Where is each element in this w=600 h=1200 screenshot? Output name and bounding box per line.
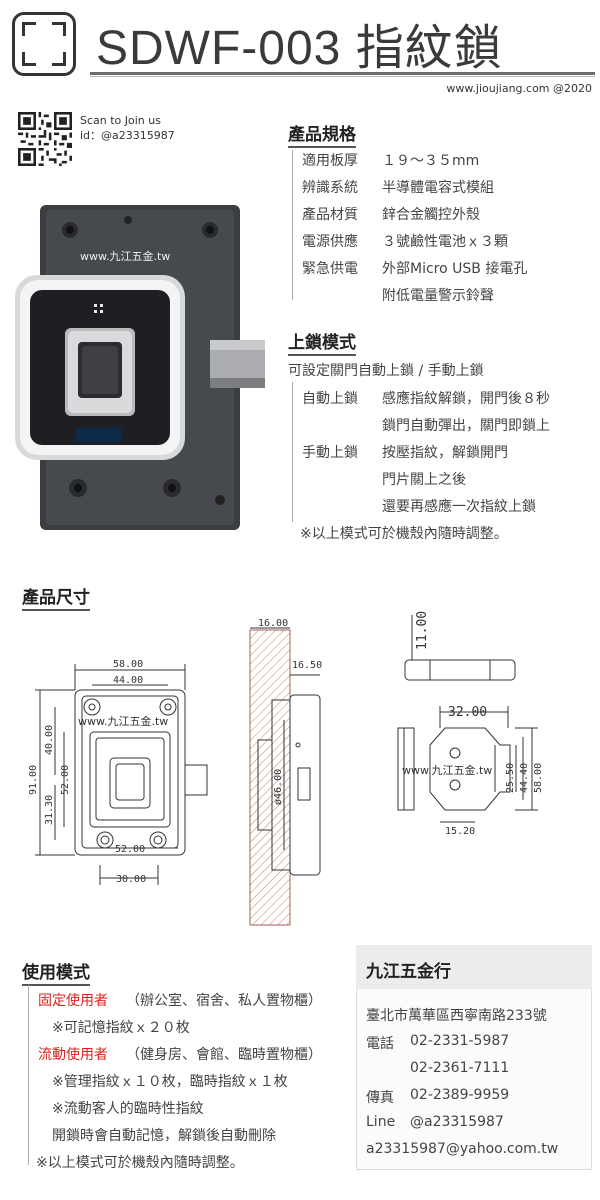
spec-row-alarm: 附低電量警示鈴聲 xyxy=(382,288,494,304)
photo-watermark: www.九江五金.tw xyxy=(80,249,170,263)
specs-heading: 產品規格 xyxy=(288,120,356,148)
lock-auto-text-2: 鎖門自動彈出，關門即鎖上 xyxy=(382,418,550,434)
lock-heading: 上鎖模式 xyxy=(288,328,356,356)
usage-divider xyxy=(28,985,29,1165)
dim-front-watermark: www.九江五金.tw xyxy=(78,714,168,728)
lock-note: ※以上模式可於機殼內隨時調整。 xyxy=(300,526,508,542)
qr-caption: Scan to Join us id：@a23315987 xyxy=(80,113,175,143)
dim-front-31: 31.30 xyxy=(44,795,55,825)
company-line-id: @a23315987 xyxy=(410,1114,504,1130)
dim-strike-25: 25.50 xyxy=(505,763,516,793)
dimensions-heading: 產品尺寸 xyxy=(22,583,90,611)
qr-code-icon xyxy=(18,112,72,166)
dim-strike-32: 32.00 xyxy=(448,705,487,720)
usage-fixed-note: ※可記憶指紋ｘ２０枚 xyxy=(52,1020,190,1036)
spec-row-emergency: 緊急供電外部Micro USB 接電孔 xyxy=(302,261,528,277)
dim-front-52w: 52.00 xyxy=(115,844,145,855)
specs-divider xyxy=(292,150,293,300)
logo-icon xyxy=(12,12,76,76)
dim-front-40: 40.00 xyxy=(44,725,55,755)
dim-front-44: 44.00 xyxy=(113,675,143,686)
usage-mobile-note-2: ※流動客人的臨時性指紋 xyxy=(52,1101,204,1117)
lock-manual-text-1: 按壓指紋，解鎖開門 xyxy=(382,445,508,461)
lock-auto-label: 自動上鎖 xyxy=(302,391,358,407)
title-underline xyxy=(90,72,595,75)
dim-strike-58: 58.00 xyxy=(533,763,544,793)
lock-manual-text-3: 還要再感應一次指紋上鎖 xyxy=(382,499,536,515)
lock-intro: 可設定關門自動上鎖 / 手動上鎖 xyxy=(288,363,484,379)
dim-strike-15: 15.20 xyxy=(445,826,475,837)
dim-strike-44: 44.40 xyxy=(519,763,530,793)
company-address: 臺北市萬華區西寧南路233號 xyxy=(366,1008,547,1024)
product-photo: www.九江五金.tw xyxy=(15,205,265,530)
dim-side-46: ø46.00 xyxy=(273,769,284,805)
dim-front-91: 91.00 xyxy=(28,765,39,795)
company-tel-2: 02-2361-7111 xyxy=(410,1060,510,1076)
page-title: SDWF-003 指紋鎖 xyxy=(96,22,503,75)
usage-fixed-label: 固定使用者 xyxy=(38,993,108,1009)
dim-strike-11: 11.00 xyxy=(415,611,430,650)
usage-mobile-label: 流動使用者 xyxy=(38,1047,108,1063)
usage-mobile-note-1: ※管理指紋ｘ１０枚，臨時指紋ｘ１枚 xyxy=(52,1074,288,1090)
qr-line-2: id：@a23315987 xyxy=(80,129,175,142)
company-card-header xyxy=(356,945,592,989)
company-email[interactable]: a23315987@yahoo.com.tw xyxy=(366,1141,559,1157)
dim-front-52h: 52.00 xyxy=(60,765,71,795)
dimension-drawings: 58.00 44.00 91.00 40.00 52.00 31.30 52.0… xyxy=(28,611,544,926)
company-fax: 02-2389-9959 xyxy=(410,1087,510,1103)
dim-side-16-5: 16.50 xyxy=(292,660,322,671)
dim-front-58: 58.00 xyxy=(113,659,143,670)
dim-side-16: 16.00 xyxy=(258,618,288,629)
usage-mobile-note-3: 開鎖時會自動記憶，解鎖後自動刪除 xyxy=(52,1128,276,1144)
usage-note: ※以上模式可於機殼內隨時調整。 xyxy=(36,1155,244,1171)
lock-auto-text-1: 感應指紋解鎖，開門後８秒 xyxy=(382,391,550,407)
qr-line-1: Scan to Join us xyxy=(80,114,161,127)
spec-row-recognition: 辨識系統半導體電容式模組 xyxy=(302,180,494,196)
company-tel-label: 電話 xyxy=(366,1036,394,1052)
company-fax-label: 傳真 xyxy=(366,1090,394,1106)
company-name: 九江五金行 xyxy=(366,962,451,982)
title-underline-thin xyxy=(90,76,595,77)
header: SDWF-003 指紋鎖 www.jioujiang.com @2020 xyxy=(0,0,600,100)
usage-heading: 使用模式 xyxy=(22,958,90,986)
lock-divider xyxy=(292,382,293,522)
lock-manual-label: 手動上鎖 xyxy=(302,445,358,461)
company-tel-1: 02-2331-5987 xyxy=(410,1033,510,1049)
lock-manual-text-2: 門片關上之後 xyxy=(382,472,466,488)
dim-strike-watermark: www.九江五金.tw xyxy=(402,763,492,777)
usage-fixed-desc: （辦公室、宿舍、私人置物櫃） xyxy=(126,993,322,1009)
usage-mobile-desc: （健身房、會館、臨時置物櫃） xyxy=(126,1047,322,1063)
company-line-label: Line xyxy=(366,1114,396,1130)
website-text: www.jioujiang.com @2020 xyxy=(446,82,592,95)
spec-row-material: 產品材質鋅合金觸控外殼 xyxy=(302,207,480,223)
dim-front-30: 30.00 xyxy=(116,874,146,885)
